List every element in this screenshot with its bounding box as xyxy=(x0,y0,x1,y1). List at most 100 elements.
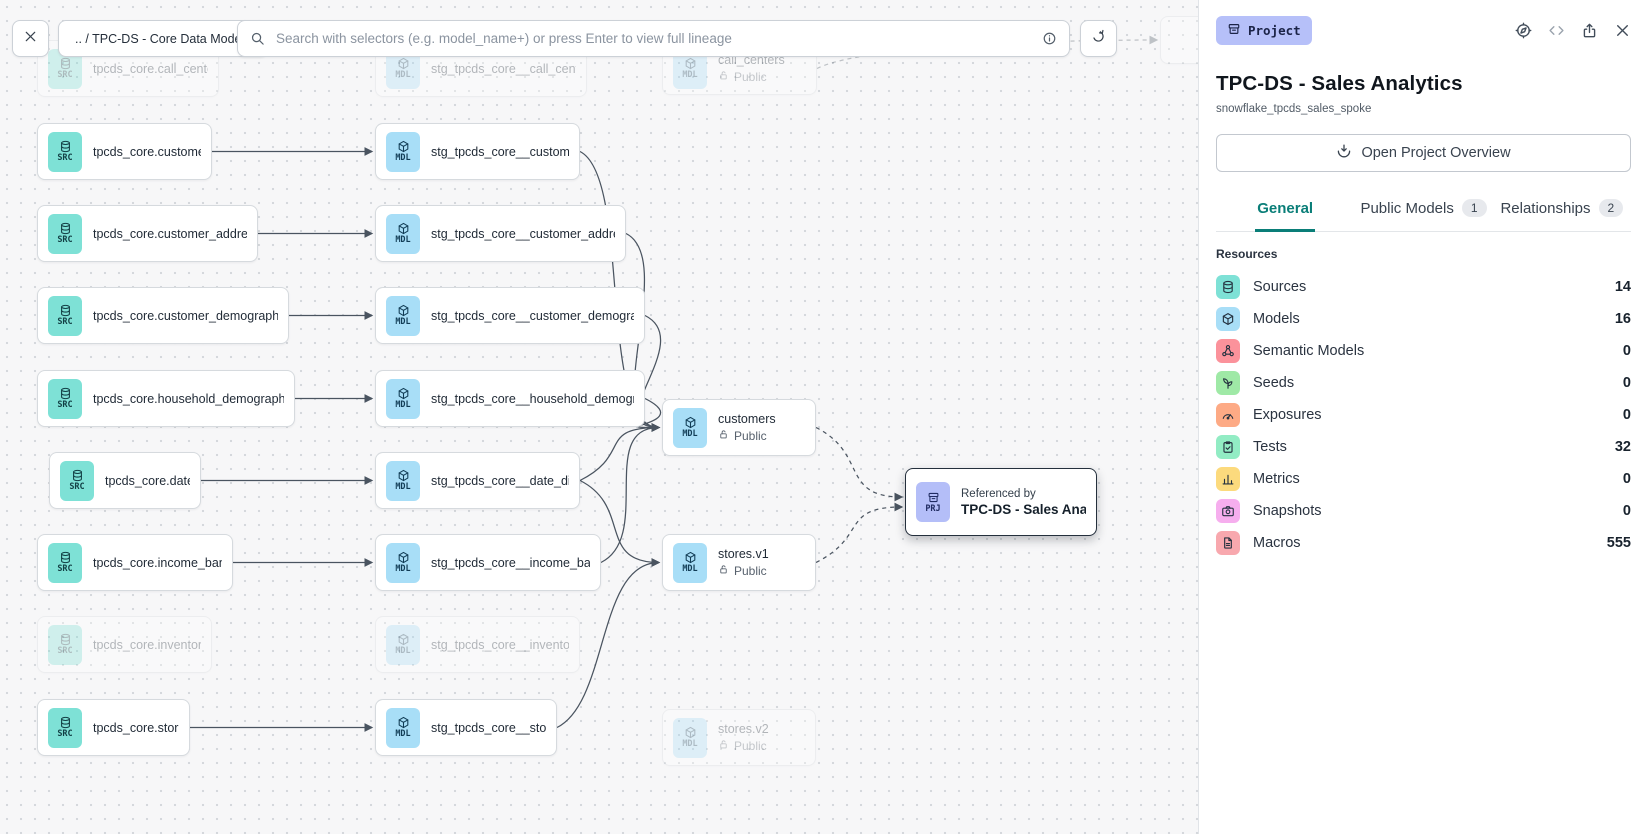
cube-icon: MDL xyxy=(386,131,420,172)
refresh-button[interactable] xyxy=(1080,20,1117,57)
seed-icon xyxy=(1216,371,1240,395)
resource-count: 32 xyxy=(1614,439,1631,455)
cube-icon: MDL xyxy=(386,213,420,254)
node-body: tpcds_core.date_dim xyxy=(105,474,190,488)
info-icon[interactable] xyxy=(1042,31,1057,46)
tab-general[interactable]: General xyxy=(1255,193,1316,232)
database-icon: SRC xyxy=(48,707,82,748)
node-body: stg_tpcds_core__customer_address xyxy=(431,227,615,241)
resource-count: 0 xyxy=(1622,407,1631,423)
search-icon xyxy=(250,31,265,46)
breadcrumb[interactable]: .. / TPC-DS - Core Data Models xyxy=(58,20,268,57)
lineage-close-button[interactable] xyxy=(12,20,49,57)
open-project-overview-label: Open Project Overview xyxy=(1361,145,1511,161)
node-label: tpcds_core.date_dim xyxy=(105,473,190,488)
cube-icon: MDL xyxy=(386,624,420,665)
node-label: tpcds_core.customer_address xyxy=(93,226,247,241)
panel-tabs: General Public Models 1 Relationships 2 xyxy=(1216,193,1631,232)
database-icon: SRC xyxy=(60,460,94,501)
node-access: Public xyxy=(718,739,769,753)
tab-relationships[interactable]: Relationships 2 xyxy=(1498,193,1625,232)
tab-public-models[interactable]: Public Models 1 xyxy=(1358,193,1488,232)
panel-actions xyxy=(1515,22,1631,39)
search-input[interactable] xyxy=(274,30,1033,47)
database-icon: SRC xyxy=(48,213,82,254)
node-label: stg_tpcds_core__store xyxy=(431,720,546,735)
cube-icon: MDL xyxy=(386,460,420,501)
node-label: tpcds_core.call_center xyxy=(93,61,208,76)
node-body: tpcds_core.income_band xyxy=(93,556,222,570)
node-access: Public xyxy=(718,70,785,84)
node-src-date-dim[interactable]: SRC tpcds_core.date_dim xyxy=(49,452,201,509)
code-icon xyxy=(1548,22,1565,39)
close-panel-icon[interactable] xyxy=(1614,22,1631,39)
node-label: stg_tpcds_core__customer_address xyxy=(431,226,615,241)
unlock-icon xyxy=(718,70,729,84)
archive-icon: PRJ xyxy=(916,482,950,522)
resource-label: Sources xyxy=(1253,279,1307,295)
resource-label: Macros xyxy=(1253,535,1301,551)
lineage-compass-icon[interactable] xyxy=(1515,22,1532,39)
node-body: tpcds_core.customer xyxy=(93,145,201,159)
cube-icon: MDL xyxy=(386,378,420,419)
resource-count: 0 xyxy=(1622,343,1631,359)
node-label: customers xyxy=(718,412,776,426)
node-mdl-customer-address[interactable]: MDL stg_tpcds_core__customer_address xyxy=(375,205,626,262)
cube-icon: MDL xyxy=(386,295,420,336)
tab-label: Public Models xyxy=(1360,199,1454,217)
unlock-icon xyxy=(718,429,729,443)
edge-pub-customers-to-prj-ref xyxy=(815,426,904,502)
node-body: stg_tpcds_core__customer_demogra… xyxy=(431,309,634,323)
node-src-customer-address[interactable]: SRC tpcds_core.customer_address xyxy=(37,205,258,262)
clipboard-check-icon xyxy=(1216,435,1240,459)
node-access: Public xyxy=(718,429,776,443)
node-label: stg_tpcds_core__customer xyxy=(431,144,569,159)
tab-count-badge: 2 xyxy=(1598,199,1624,217)
unlock-icon xyxy=(718,739,729,753)
tab-count-badge: 1 xyxy=(1461,199,1487,217)
node-src-income-band[interactable]: SRC tpcds_core.income_band xyxy=(37,534,233,591)
node-label: stores.v2 xyxy=(718,722,769,736)
node-mdl-customer-demographics[interactable]: MDL stg_tpcds_core__customer_demogra… xyxy=(375,287,645,344)
resource-row-semantic-models[interactable]: Semantic Models 0 xyxy=(1216,335,1631,367)
node-body: tpcds_core.call_center xyxy=(93,62,208,76)
database-icon xyxy=(1216,275,1240,299)
open-project-overview-button[interactable]: Open Project Overview xyxy=(1216,134,1631,172)
semantic-icon xyxy=(1216,339,1240,363)
node-mdl-customer[interactable]: MDL stg_tpcds_core__customer xyxy=(375,123,580,180)
resource-label: Seeds xyxy=(1253,375,1295,391)
tab-label: Relationships xyxy=(1500,199,1591,217)
database-icon: SRC xyxy=(48,542,82,583)
database-icon: SRC xyxy=(48,378,82,419)
resource-label: Semantic Models xyxy=(1253,343,1365,359)
node-label: tpcds_core.customer xyxy=(93,144,201,159)
share-icon[interactable] xyxy=(1581,22,1598,39)
database-icon: SRC xyxy=(48,295,82,336)
